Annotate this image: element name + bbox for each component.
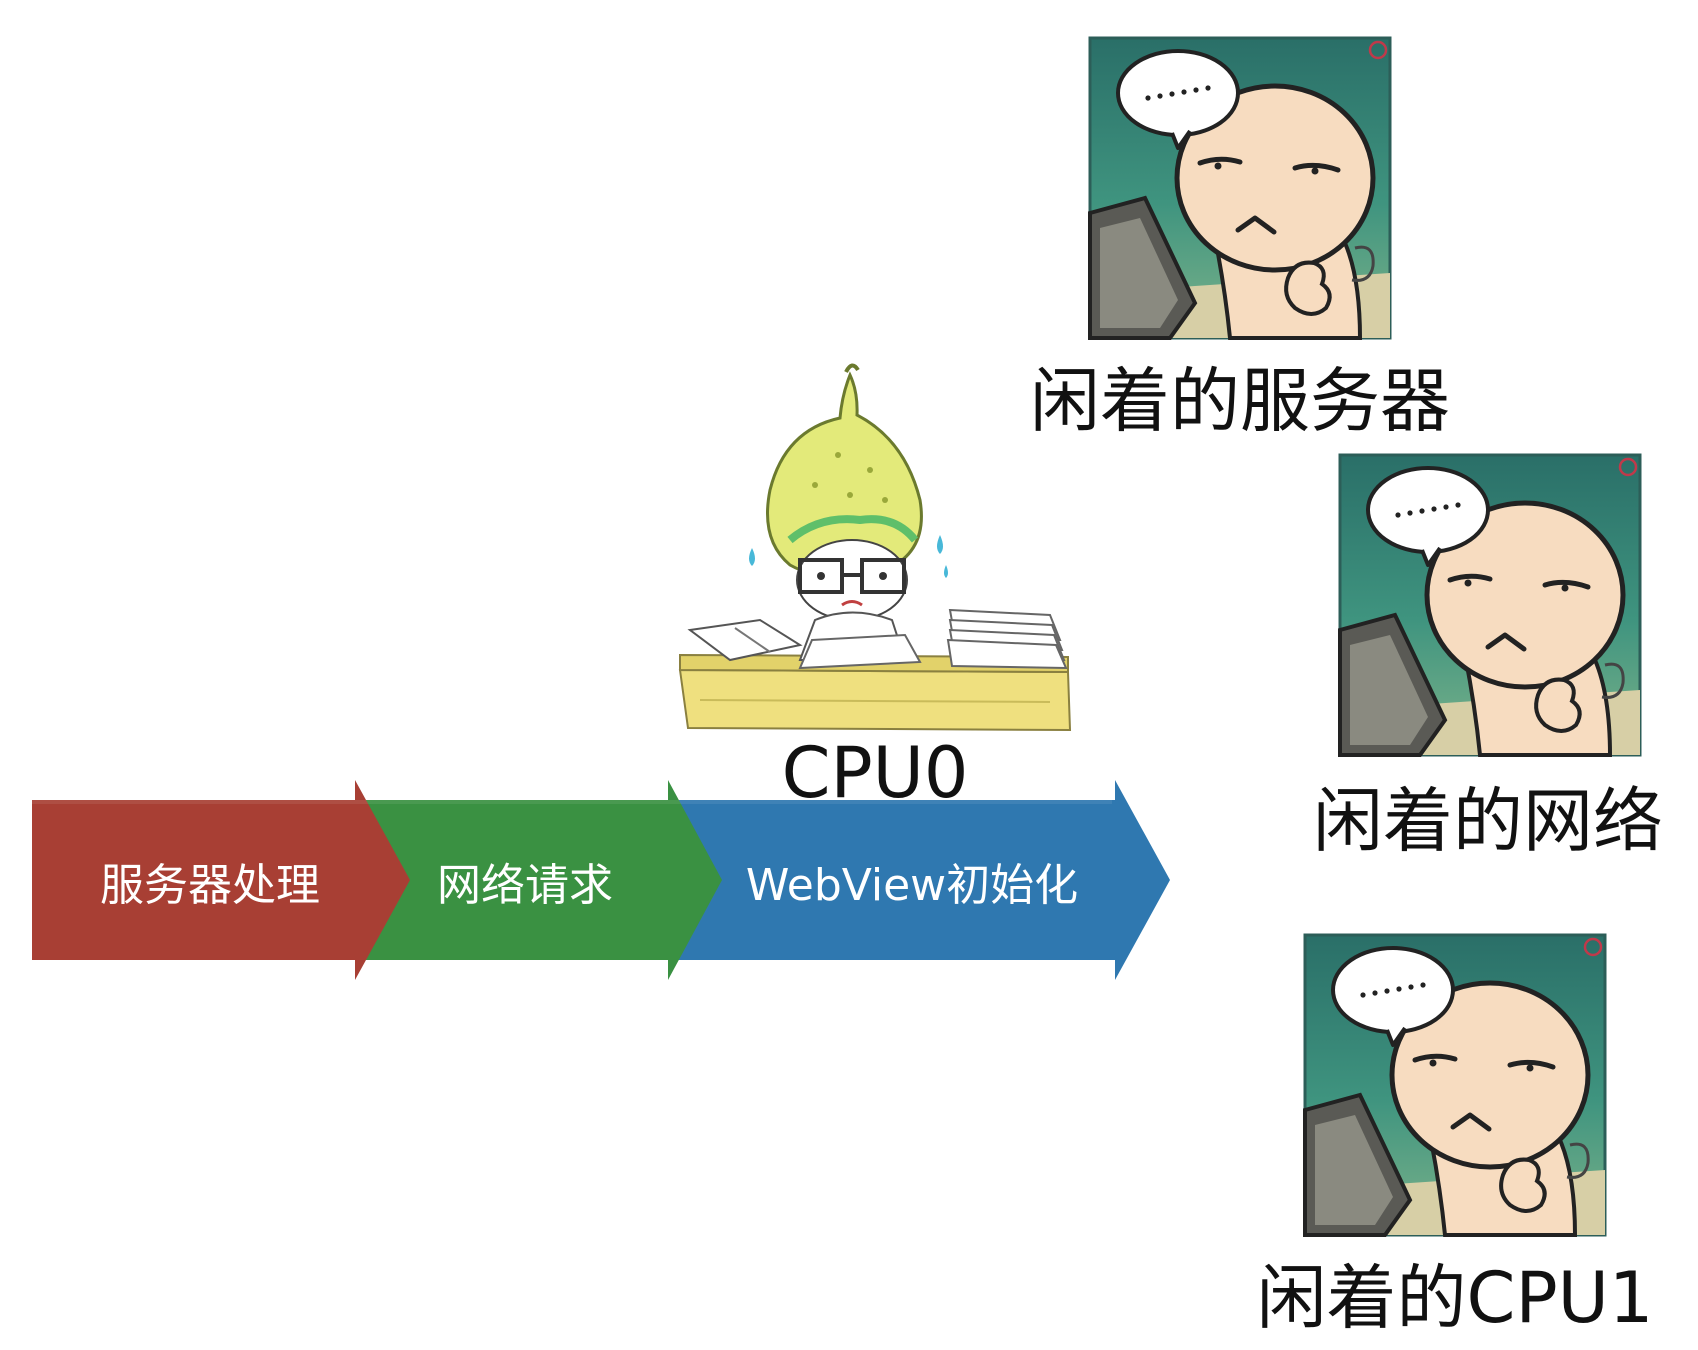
busy-pear-worker-icon [678, 363, 1072, 732]
idle-server-label: 闲着的服务器 [1030, 360, 1450, 442]
idle-bored-face-icon [1090, 38, 1390, 338]
idle-server-panel: 闲着的服务器 [1030, 38, 1450, 442]
network-request-arrow [355, 780, 722, 980]
webview-init-arrow [668, 780, 1170, 980]
cpu0-label: CPU0 [782, 732, 969, 814]
idle-bored-face-icon [1305, 935, 1605, 1235]
pipeline-arrows: 服务器处理 网络请求 WebView初始化 [32, 780, 1170, 980]
idle-cpu1-label: 闲着的CPU1 [1257, 1257, 1654, 1339]
webview-init-label: WebView初始化 [746, 860, 1078, 911]
server-processing-arrow [32, 780, 410, 980]
idle-cpu1-panel: 闲着的CPU1 [1257, 935, 1654, 1339]
idle-network-label: 闲着的网络 [1313, 780, 1663, 862]
server-processing-label: 服务器处理 [100, 860, 320, 911]
idle-network-panel: 闲着的网络 [1313, 455, 1663, 862]
network-request-label: 网络请求 [437, 860, 613, 911]
idle-bored-face-icon [1340, 455, 1640, 755]
